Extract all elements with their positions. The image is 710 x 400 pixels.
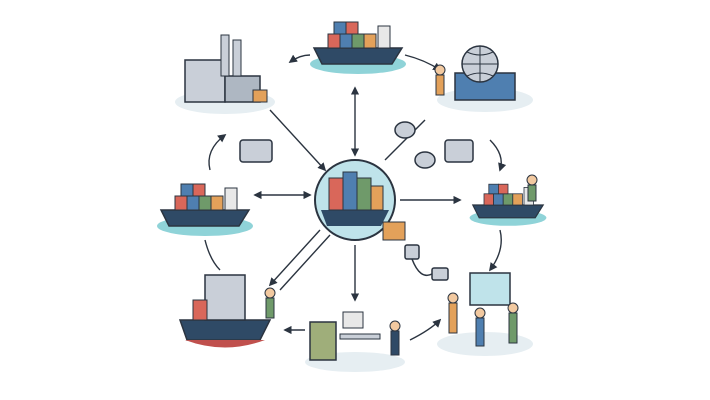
factory-icon xyxy=(175,34,275,114)
port-building-icon xyxy=(178,274,276,348)
arrow xyxy=(488,229,502,272)
arrow xyxy=(204,239,221,271)
monitor-team-icon xyxy=(437,272,533,356)
arrow xyxy=(384,119,426,161)
arrow xyxy=(489,139,507,172)
container-hub-icon xyxy=(314,159,406,241)
arrow xyxy=(279,234,331,291)
arrow xyxy=(404,54,442,71)
arrow xyxy=(208,133,227,171)
cargo-ship-right-icon xyxy=(469,174,548,227)
connection-arrows xyxy=(204,54,507,341)
office-workers-icon xyxy=(305,311,405,372)
cargo-ship-left-icon xyxy=(156,183,254,237)
globe-warehouse-icon xyxy=(434,45,533,112)
arrow xyxy=(409,318,442,341)
arrow xyxy=(268,229,321,287)
arrow xyxy=(269,109,327,172)
cable-connectors-icon xyxy=(239,121,474,281)
cargo-ship-top-icon xyxy=(309,21,407,75)
arrow xyxy=(288,54,311,63)
